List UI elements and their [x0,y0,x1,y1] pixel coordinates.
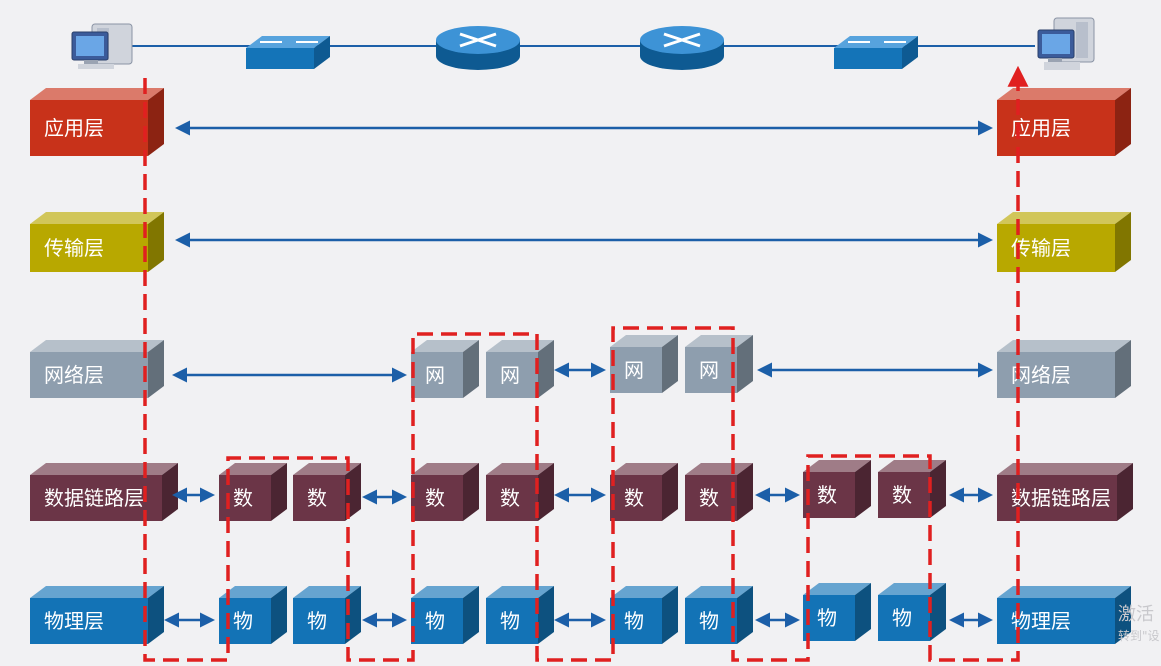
router-2-icon[interactable] [640,26,724,70]
router-1-datalink-port1-label: 数 [425,486,445,510]
router-2-network-port1-label: 网 [624,358,644,382]
router-2-physical-port2-label: 物 [699,609,719,633]
router-1-physical-port2-label: 物 [500,609,520,633]
switch-1-physical-port1: 物 [219,586,287,644]
switch-2-datalink-port1-label: 数 [817,483,837,507]
switch-1-datalink-port2-label: 数 [307,486,327,510]
left-layer-application: 应用层 [30,88,164,156]
switch-1-icon[interactable] [246,36,330,69]
left-layer-network: 网络层 [30,340,164,398]
switch-2-physical-port2: 物 [878,583,946,641]
switch-1-physical-port1-label: 物 [233,609,253,633]
router-2-physical-port2: 物 [685,586,753,644]
right-layer-transport-label: 传输层 [1011,236,1071,260]
router-2-network-port1: 网 [610,335,678,393]
router-1-network-port2: 网 [486,340,554,398]
watermark-line1: 激活 [1118,604,1154,625]
watermark-line2: 转到"设 [1118,629,1160,643]
router-2-physical-port1-label: 物 [624,609,644,633]
left-layer-transport: 传输层 [30,212,164,272]
router-1-physical-port1-label: 物 [425,609,445,633]
right-layer-application-label: 应用层 [1011,116,1071,140]
right-host-pc-icon[interactable] [1037,17,1095,70]
left-layer-physical-label: 物理层 [44,609,104,633]
router-1-datalink-port2: 数 [486,463,554,521]
switch-2-datalink-port1: 数 [803,460,871,518]
right-layer-physical: 物理层 [997,586,1131,644]
switch-2-datalink-port2-label: 数 [892,483,912,507]
right-layer-application: 应用层 [997,88,1131,156]
switch-1-datalink-port2: 数 [293,463,361,521]
router-1-datalink-port2-label: 数 [500,486,520,510]
left-layer-network-label: 网络层 [44,363,104,387]
router-1-physical-port2: 物 [486,586,554,644]
left-layer-application-label: 应用层 [44,116,104,140]
router-2-datalink-port1-label: 数 [624,486,644,510]
switch-2-datalink-port2: 数 [878,460,946,518]
right-layer-transport: 传输层 [997,212,1131,272]
router-1-network-port2-label: 网 [500,363,520,387]
switch-2-physical-port1-label: 物 [817,606,837,630]
router-1-physical-port1: 物 [411,586,479,644]
left-layer-transport-label: 传输层 [44,236,104,260]
switch-2-physical-port2-label: 物 [892,606,912,630]
router-2-network-port2-label: 网 [699,358,719,382]
router-2-physical-port1: 物 [610,586,678,644]
left-layer-datalink-label: 数据链路层 [44,486,144,510]
router-2-datalink-port2-label: 数 [699,486,719,510]
router-2-network-port2: 网 [685,335,753,393]
switch-2-icon[interactable] [834,36,918,69]
left-host-pc-icon[interactable] [71,23,133,69]
left-layer-physical: 物理层 [30,586,164,644]
router-2-datalink-port2: 数 [685,463,753,521]
right-layer-physical-label: 物理层 [1011,609,1071,633]
router-1-network-port1: 网 [411,340,479,398]
switch-1-datalink-port1-label: 数 [233,486,253,510]
switch-1-physical-port2-label: 物 [307,609,327,633]
left-layer-datalink: 数据链路层 [30,463,178,521]
right-layer-network-label: 网络层 [1011,363,1071,387]
router-1-network-port1-label: 网 [425,363,445,387]
router-1-icon[interactable] [436,26,520,70]
data-flow-path [143,65,1029,662]
switch-1-physical-port2: 物 [293,586,361,644]
router-1-datalink-port1: 数 [411,463,479,521]
switch-2-physical-port1: 物 [803,583,871,641]
right-layer-datalink-label: 数据链路层 [1011,486,1111,510]
router-2-datalink-port1: 数 [610,463,678,521]
